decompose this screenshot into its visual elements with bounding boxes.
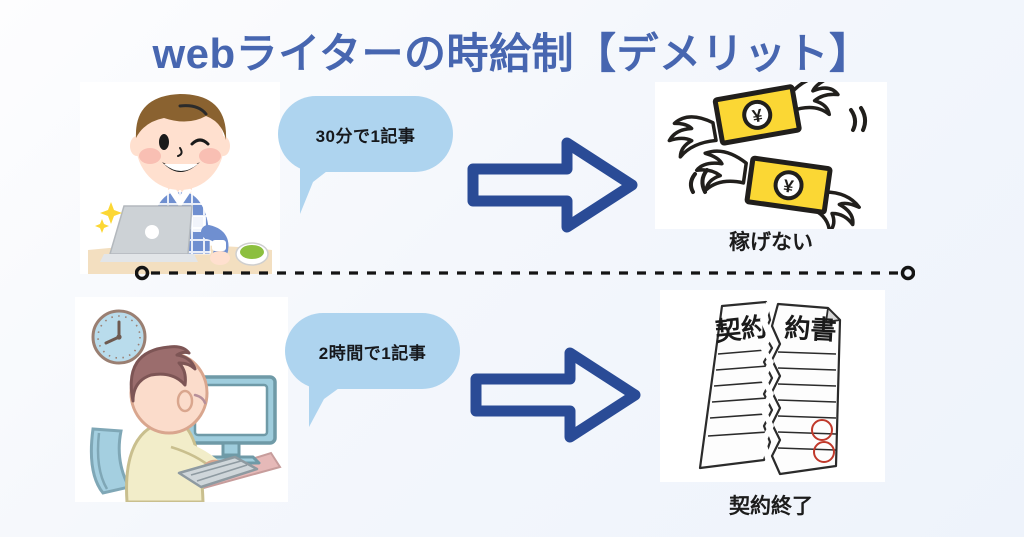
illustration-winged-money-flying-away: ¥ ¥ [655,82,887,229]
speech-bubble-text: 2時間で1記事 [318,343,427,363]
speech-bubble-30min: 30分で1記事 [278,96,453,214]
man-laptop-svg [80,82,280,274]
speech-bubble-text: 30分で1記事 [315,126,416,146]
speech-bubble-2hours: 2時間で1記事 [285,313,460,427]
result-caption-cannot-earn: 稼げない [729,231,813,254]
dashed-divider-line [135,265,915,281]
result-caption-contract-ended: 契約終了 [729,495,813,518]
arrow-right-shape [470,347,641,443]
page-title: webライターの時給制【デメリット】 [152,30,872,77]
contract-title-right: 約書 [784,313,838,346]
illustration-person-at-desktop-computer [75,297,288,502]
illustration-man-typing-on-laptop [80,82,280,274]
section-divider [135,264,915,282]
torn-contract-svg: 契約 約書 [660,290,885,482]
speech-bubble-tail [309,383,346,427]
illustration-torn-contract-document: 契約 約書 [660,290,885,482]
contract-title-left: 契約 [713,311,769,346]
svg-text:¥: ¥ [782,176,795,197]
person-desktop-svg [75,297,288,502]
arrow-right-shape [467,137,638,233]
speech-bubble-tail [300,168,331,214]
arrow-right-icon [468,345,643,445]
winged-money-svg: ¥ ¥ [655,82,887,229]
svg-text:¥: ¥ [751,105,764,126]
arrow-right-icon [465,135,640,235]
